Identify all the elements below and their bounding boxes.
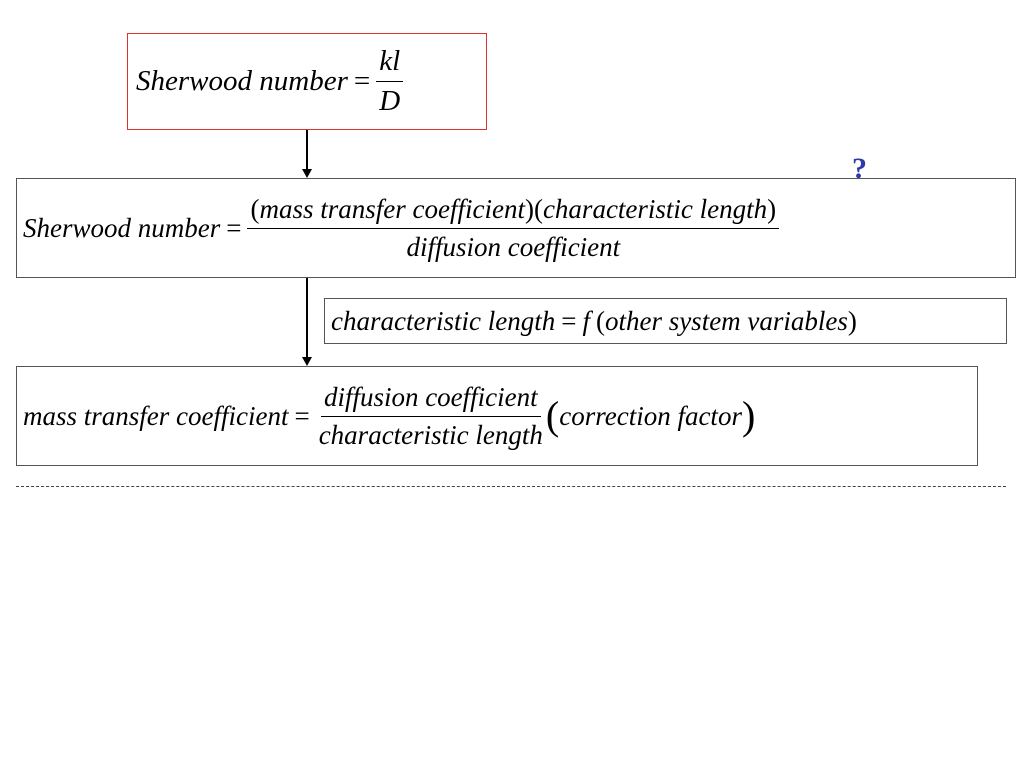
sherwood-lhs: Sherwood number bbox=[136, 65, 348, 97]
arrow-shaft-top bbox=[306, 130, 308, 170]
dashed-separator bbox=[16, 486, 1006, 487]
characteristic-length-box: characteristic length = f (other system … bbox=[324, 298, 1007, 344]
correction-factor: correction factor bbox=[559, 400, 742, 431]
mass-transfer-coefficient-term: mass transfer coefficient bbox=[259, 193, 525, 224]
characteristic-length-term: characteristic length bbox=[542, 193, 768, 224]
kl-over-d-fraction: kl D bbox=[376, 45, 404, 118]
fraction-numerator: kl bbox=[376, 45, 404, 82]
equals-sign: = bbox=[561, 305, 577, 336]
question-mark: ? bbox=[852, 152, 867, 185]
fraction-denominator: characteristic length bbox=[318, 419, 543, 450]
sherwood-definition-box: Sherwood number = kl D bbox=[127, 33, 487, 130]
mass-transfer-coefficient-box: mass transfer coefficient = diffusion co… bbox=[16, 366, 978, 466]
fraction-denominator: diffusion coefficient bbox=[406, 231, 621, 262]
sherwood-words-box: Sherwood number = (mass transfer coeffic… bbox=[16, 178, 1016, 278]
open-paren: ( bbox=[545, 393, 560, 438]
arrow-shaft-bottom bbox=[306, 278, 308, 358]
fraction-numerator: (mass transfer coefficient)(characterist… bbox=[247, 193, 780, 229]
function-symbol: f bbox=[582, 305, 590, 336]
fraction-numerator: diffusion coefficient bbox=[320, 382, 541, 417]
other-system-variables: other system variables bbox=[604, 305, 848, 336]
arrow-head-bottom bbox=[302, 357, 312, 366]
equals-sign: = bbox=[226, 212, 242, 243]
mass-transfer-lhs: mass transfer coefficient bbox=[23, 400, 289, 431]
fraction-denominator: D bbox=[379, 85, 401, 117]
arrow-head-top bbox=[302, 169, 312, 178]
close-paren: ) bbox=[741, 393, 756, 438]
sherwood-lhs-words: Sherwood number bbox=[23, 212, 221, 243]
equals-sign: = bbox=[353, 65, 371, 97]
words-fraction: (mass transfer coefficient)(characterist… bbox=[247, 193, 780, 263]
characteristic-length-lhs: characteristic length bbox=[331, 305, 556, 336]
equals-sign: = bbox=[294, 400, 310, 431]
diffusion-over-length-fraction: diffusion coefficient characteristic len… bbox=[316, 382, 546, 451]
